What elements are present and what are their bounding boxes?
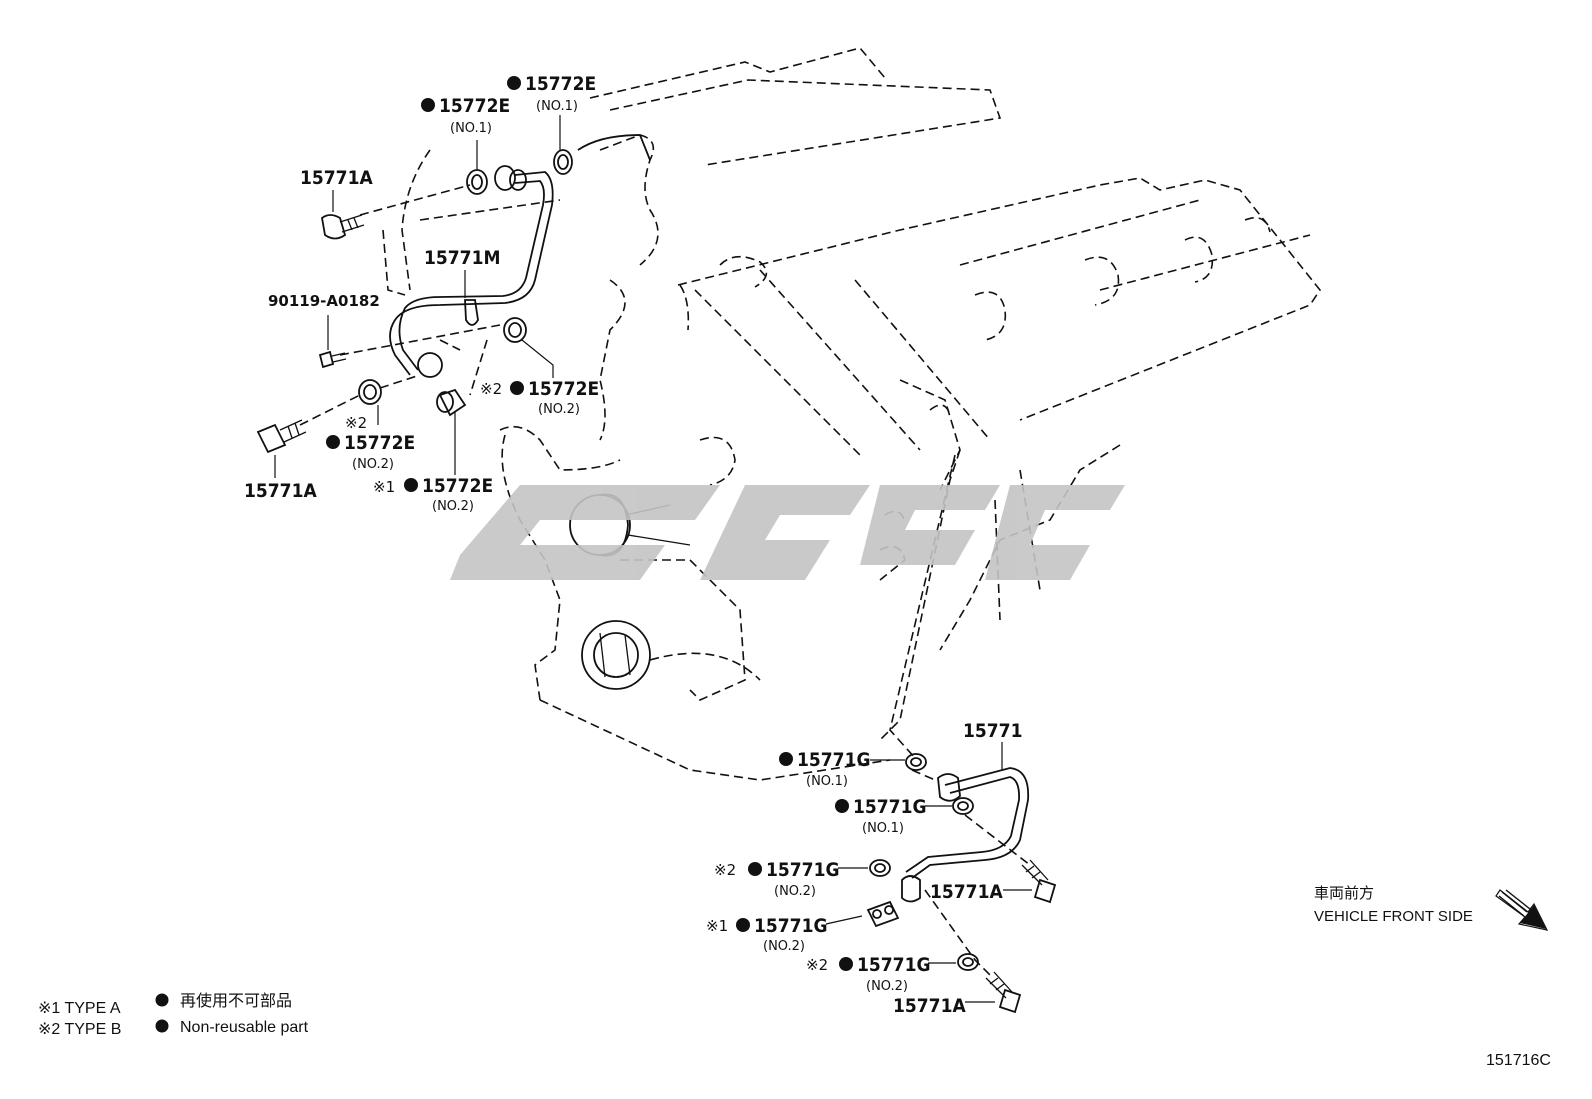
part-number: 15772E <box>528 378 599 400</box>
type-mark: ※2 <box>480 380 502 398</box>
part-sub-label: (NO.2) <box>538 402 580 417</box>
part-sub-label: (NO.2) <box>432 499 474 514</box>
diagram-code: 151716C <box>1486 1052 1551 1069</box>
non-reusable-dot-icon <box>779 752 793 766</box>
callout-g1-b: 15771G (NO.1) <box>835 796 927 836</box>
legend-type-b: ※2 TYPE B <box>38 1021 121 1038</box>
part-number: 15771A <box>300 167 373 189</box>
callout-g2-c: ※2 15771G (NO.2) <box>806 954 931 994</box>
callout-mid-seal-left: ※2 15772E (NO.2) <box>326 414 415 472</box>
callout-mid-union: ※1 15772E (NO.2) <box>373 475 493 514</box>
callout-g2-b: ※1 15771G (NO.2) <box>706 915 828 954</box>
part-sub-label: (NO.1) <box>450 121 492 136</box>
part-sub-label: (NO.1) <box>806 774 848 789</box>
callout-lower-left-bolt: 15771A <box>244 480 317 502</box>
vehicle-front-indicator: 車両前方 VEHICLE FRONT SIDE <box>1314 885 1549 931</box>
non-reusable-dot-icon <box>736 918 750 932</box>
callout-small-bolt: 90119-A0182 <box>268 292 380 310</box>
part-number: 15771G <box>797 749 871 771</box>
callout-bolt-right-a: 15771A <box>930 881 1003 903</box>
part-number: 15771G <box>766 859 840 881</box>
part-sub-label: (NO.1) <box>536 99 578 114</box>
part-sub-label: (NO.2) <box>866 979 908 994</box>
callout-mid-seal-right: ※2 15772E (NO.2) <box>480 378 599 417</box>
legend-non-reusable-jp: 再使用不可部品 <box>180 992 292 1010</box>
non-reusable-dot-icon <box>839 957 853 971</box>
part-sub-label: (NO.2) <box>774 884 816 899</box>
callout-g2-a: ※2 15771G (NO.2) <box>714 859 840 899</box>
non-reusable-dot-icon <box>155 993 169 1007</box>
part-number: 15772E <box>422 475 493 497</box>
part-sub-label: (NO.1) <box>862 821 904 836</box>
callout-upper-pipe: 15771M <box>424 247 500 269</box>
watermark-logo <box>450 485 1125 580</box>
upper-oil-pipe-assembly <box>256 134 651 454</box>
lower-oil-pipe-assembly <box>866 753 1057 1014</box>
part-number: 15771A <box>930 881 1003 903</box>
non-reusable-dot-icon <box>507 76 521 90</box>
part-number: 15771M <box>424 247 500 269</box>
non-reusable-dot-icon <box>748 862 762 876</box>
non-reusable-dot-icon <box>510 381 524 395</box>
part-number: 15771G <box>754 915 828 937</box>
part-number: 15771G <box>853 796 927 818</box>
callout-top-seal-left: 15772E (NO.1) <box>421 95 510 136</box>
part-number: 90119-A0182 <box>268 292 380 310</box>
part-number: 15771 <box>963 720 1022 742</box>
direction-label-jp: 車両前方 <box>1314 885 1374 902</box>
direction-label-en: VEHICLE FRONT SIDE <box>1314 908 1473 925</box>
front-arrow-icon <box>1495 889 1549 931</box>
type-mark: ※2 <box>806 956 828 974</box>
type-mark: ※1 <box>706 917 728 935</box>
leader-lines <box>274 115 1032 1003</box>
non-reusable-dot-icon <box>155 1019 169 1033</box>
type-mark: ※1 <box>373 478 395 496</box>
part-sub-label: (NO.2) <box>763 939 805 954</box>
callout-lower-pipe: 15771 <box>963 720 1022 742</box>
non-reusable-dot-icon <box>404 478 418 492</box>
part-number: 15771A <box>244 480 317 502</box>
type-mark: ※2 <box>714 861 736 879</box>
non-reusable-dot-icon <box>421 98 435 112</box>
legend-non-reusable-en: Non-reusable part <box>180 1019 309 1036</box>
legend: ※1 TYPE A ※2 TYPE B 再使用不可部品 Non-reusable… <box>38 992 309 1038</box>
non-reusable-dot-icon <box>326 435 340 449</box>
part-number: 15771G <box>857 954 931 976</box>
type-mark: ※2 <box>345 414 367 432</box>
callout-bolt-right-b: 15771A <box>893 995 966 1017</box>
part-number: 15772E <box>344 432 415 454</box>
callout-top-bolt: 15771A <box>300 167 373 189</box>
callout-top-seal-right: 15772E (NO.1) <box>507 73 596 114</box>
part-number: 15772E <box>525 73 596 95</box>
part-number: 15772E <box>439 95 510 117</box>
legend-type-a: ※1 TYPE A <box>38 1000 121 1017</box>
non-reusable-dot-icon <box>835 799 849 813</box>
part-number: 15771A <box>893 995 966 1017</box>
callout-g1-a: 15771G (NO.1) <box>779 749 871 789</box>
part-sub-label: (NO.2) <box>352 457 394 472</box>
